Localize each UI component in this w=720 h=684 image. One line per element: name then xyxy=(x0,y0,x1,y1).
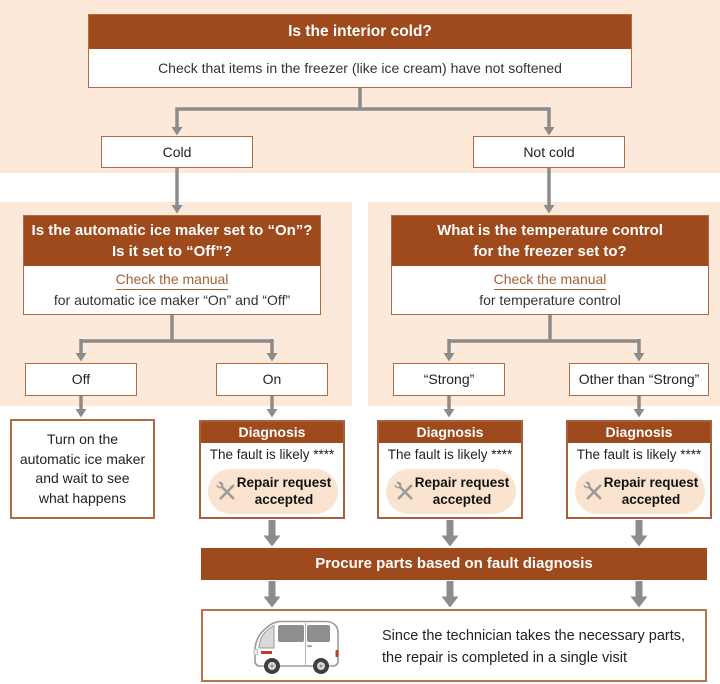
option-other-than-strong: Other than “Strong” xyxy=(569,363,709,396)
root-question-note: Check that items in the freezer (like ic… xyxy=(158,60,562,76)
branch-cold: Cold xyxy=(101,136,253,168)
temperature-question-note: for temperature control xyxy=(479,292,621,308)
temperature-question-title: What is the temperature control for the … xyxy=(392,216,708,266)
root-question-title: Is the interior cold? xyxy=(89,15,631,49)
ice-maker-question-note: for automatic ice maker “On” and “Off” xyxy=(53,292,291,308)
thick-arrowheads xyxy=(263,535,648,608)
fault-text: The fault is likely **** xyxy=(576,447,702,462)
temperature-question-body: Check the manual for temperature control xyxy=(392,266,708,316)
diagnosis-box-1: Diagnosis The fault is likely **** Repai… xyxy=(199,420,345,519)
repair-request-pill: Repair request accepted xyxy=(386,469,516,514)
crossed-tools-icon xyxy=(582,481,602,500)
crossed-tools-icon xyxy=(215,481,235,500)
diagnosis-box-2: Diagnosis The fault is likely **** Repai… xyxy=(377,420,523,519)
ice-maker-question-box: Is the automatic ice maker set to “On”? … xyxy=(23,215,321,315)
ice-maker-question-title: Is the automatic ice maker set to “On”? … xyxy=(24,216,320,266)
single-visit-text: Since the technician takes the necessary… xyxy=(382,628,686,666)
thick-connector-lines xyxy=(268,520,643,597)
root-question-box: Is the interior cold? Check that items i… xyxy=(88,14,632,88)
branch-not-cold: Not cold xyxy=(473,136,625,168)
check-manual-link-temperature[interactable]: Check the manual xyxy=(493,270,607,290)
option-on: On xyxy=(216,363,328,396)
crossed-tools-icon xyxy=(393,481,413,500)
repair-request-pill: Repair request accepted xyxy=(575,469,705,514)
option-strong: “Strong” xyxy=(393,363,505,396)
diagnosis-title: Diagnosis xyxy=(201,422,343,443)
diagnosis-title: Diagnosis xyxy=(568,422,710,443)
fault-text: The fault is likely **** xyxy=(387,447,513,462)
ice-maker-question-body: Check the manual for automatic ice maker… xyxy=(24,266,320,316)
thin-connector-lines xyxy=(79,88,641,410)
fault-text: The fault is likely **** xyxy=(209,447,335,462)
check-manual-link-ice-maker[interactable]: Check the manual xyxy=(115,270,229,290)
temperature-question-box: What is the temperature control for the … xyxy=(391,215,709,315)
diagnosis-box-3: Diagnosis The fault is likely **** Repai… xyxy=(566,420,712,519)
option-off: Off xyxy=(25,363,137,396)
diagnosis-title: Diagnosis xyxy=(379,422,521,443)
turn-on-ice-maker-box: Turn on the automatic ice maker and wait… xyxy=(10,419,155,519)
procure-parts-bar: Procure parts based on fault diagnosis xyxy=(201,548,707,580)
thin-arrowheads xyxy=(75,127,645,418)
single-visit-box: Since the technician takes the necessary… xyxy=(201,609,707,682)
service-van-icon xyxy=(253,620,339,674)
repair-request-pill: Repair request accepted xyxy=(208,469,338,514)
